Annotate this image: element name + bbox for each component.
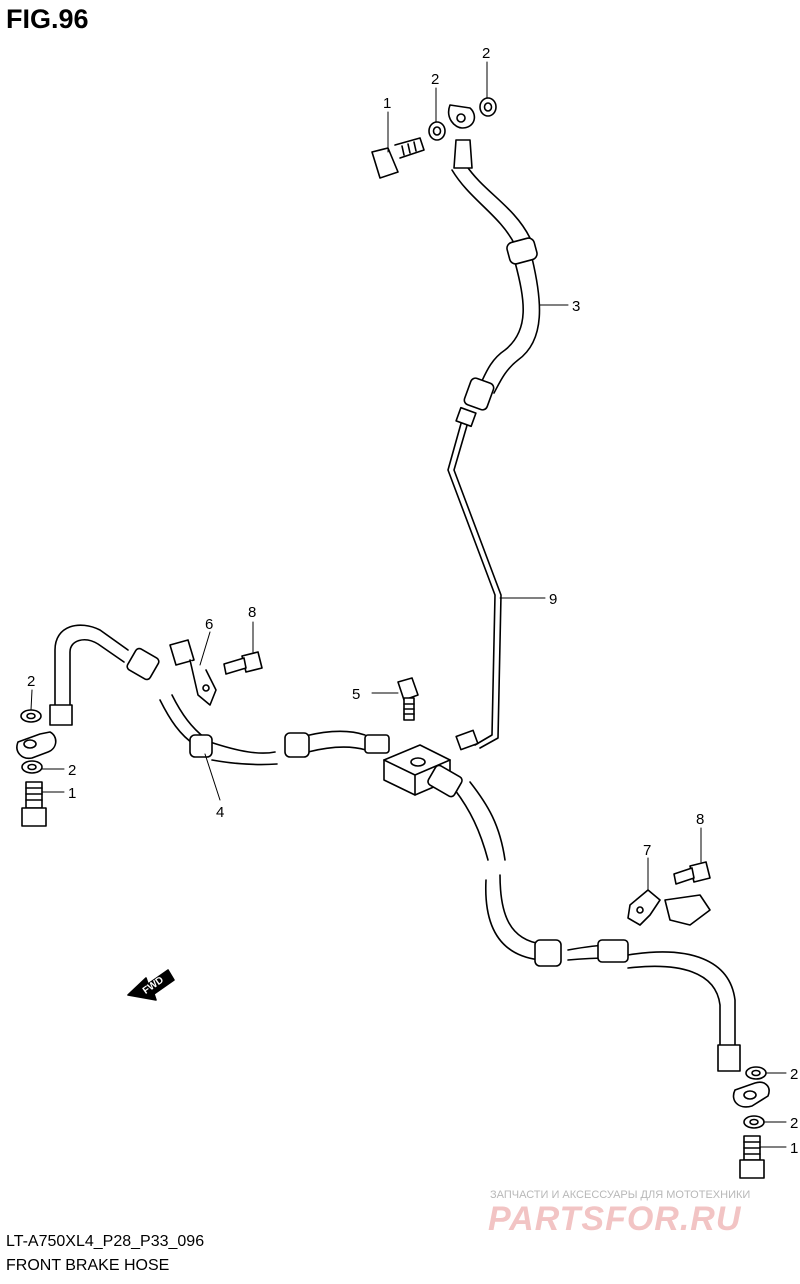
callout-left-bracket-bolt: 8 (248, 604, 256, 621)
left-bracket-bolt (223, 651, 263, 675)
callout-top-washer-left: 2 (431, 71, 439, 88)
left-bracket (169, 639, 217, 706)
right-bracket-bolt (673, 861, 711, 885)
upper-brake-hose (447, 104, 541, 411)
top-washer-left (428, 121, 446, 141)
right-brake-hose (427, 764, 770, 1108)
callout-left-washer-bottom: 2 (68, 762, 76, 779)
right-banjo-bolt (739, 1135, 765, 1179)
fwd-arrow-icon (127, 969, 175, 1001)
left-washer-top (20, 709, 42, 723)
callout-left-hose: 4 (216, 804, 224, 821)
callout-pipe: 9 (549, 591, 557, 608)
right-washer-top (745, 1066, 767, 1080)
callout-top-washer-right: 2 (482, 45, 490, 62)
left-banjo-bolt (21, 781, 47, 827)
diagram-code: LT-A750XL4_P28_P33_096 (6, 1233, 205, 1250)
callout-right-washer-bottom: 2 (790, 1115, 798, 1132)
callout-left-washer-top: 2 (27, 673, 35, 690)
callout-joint-bolt: 5 (352, 686, 360, 703)
top-banjo-bolt (371, 137, 425, 179)
diagram-caption: FRONT BRAKE HOSE (6, 1257, 170, 1274)
right-washer-bottom (743, 1115, 765, 1129)
leader-lines (30, 61, 787, 1148)
top-washer-right (479, 97, 497, 117)
callout-right-bracket-bolt: 8 (696, 811, 704, 828)
callout-right-bracket: 7 (643, 842, 651, 859)
callout-right-washer-top: 2 (790, 1066, 798, 1083)
callout-upper-hose: 3 (572, 298, 580, 315)
right-bracket (627, 889, 711, 926)
callout-left-bracket: 6 (205, 616, 213, 633)
callout-left-bolt: 1 (68, 785, 76, 802)
left-washer-bottom (21, 760, 43, 774)
callout-right-bolt: 1 (790, 1140, 798, 1157)
brake-pipe (447, 406, 502, 751)
watermark-tagline: ЗАПЧАСТИ И АКСЕССУАРЫ ДЛЯ МОТОТЕХНИКИ (490, 1189, 751, 1201)
joint-bolt (397, 677, 419, 721)
watermark-logo: PARTSFOR.RU (488, 1200, 742, 1238)
left-brake-hose (16, 624, 390, 766)
callout-top-bolt: 1 (383, 95, 391, 112)
figure-title: FIG.96 (6, 4, 89, 34)
